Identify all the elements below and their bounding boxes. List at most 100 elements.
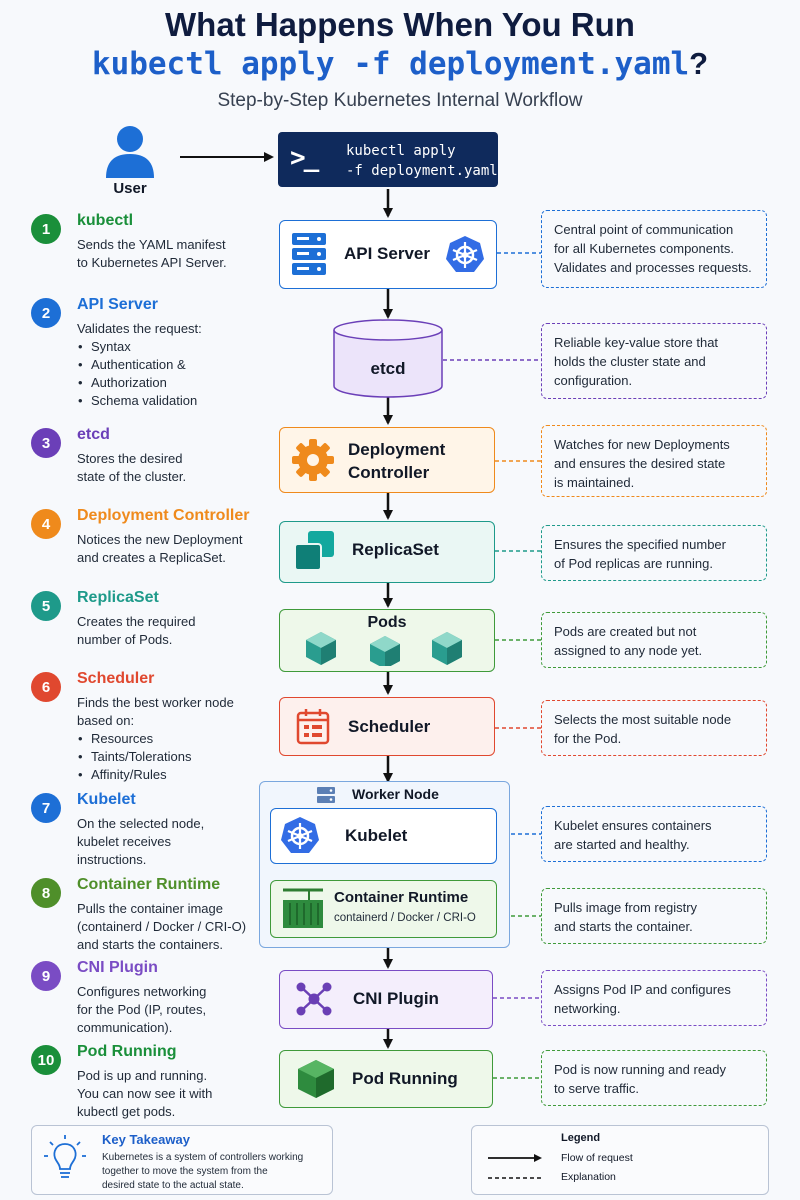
deployment-controller-line-1: Deployment <box>348 440 446 459</box>
container-runtime-sublabel: containerd / Docker / CRI-O <box>334 912 476 924</box>
step-number-badge: 8 <box>31 878 61 908</box>
step-description-line: Creates the required <box>77 614 196 629</box>
step-description: Pod is up and running. You can now see it… <box>77 1067 267 1121</box>
explanation-line: Reliable key-value store that <box>554 335 719 350</box>
deployment-controller-line-2: Controller <box>348 463 430 482</box>
explanation-line: networking. <box>554 1001 621 1016</box>
explanation-line: of Pod replicas are running. <box>554 556 713 571</box>
step-bullet: Syntax <box>77 338 267 356</box>
command-text: kubectl apply -f deployment.yaml <box>91 46 690 82</box>
explanation-line: Watches for new Deployments <box>554 437 730 452</box>
container-crane-icon <box>283 888 323 928</box>
explanation-pods: Pods are created but not assigned to any… <box>541 612 767 668</box>
etcd-cylinder-icon <box>333 319 443 398</box>
step-description: Stores the desired state of the cluster. <box>77 450 267 486</box>
step-title: Scheduler <box>77 670 155 687</box>
step-description-line: and creates a ReplicaSet. <box>77 550 226 565</box>
pods-label: Pods <box>367 614 407 631</box>
step-description: On the selected node, kubelet receives ins… <box>77 815 267 869</box>
step-bullet: Schema validation <box>77 392 267 410</box>
replicaset-icon <box>294 531 334 571</box>
step-description-line: Pod is up and running. <box>77 1068 208 1083</box>
terminal-line-1: kubectl apply <box>346 143 456 159</box>
page-subtitle: Step-by-Step Kubernetes Internal Workflo… <box>217 90 583 111</box>
explanation-line: Pulls image from registry <box>554 900 698 915</box>
explanation-pod-running: Pod is now running and ready to serve tr… <box>541 1050 767 1106</box>
step-title: Pod Running <box>77 1043 177 1060</box>
step-bullet: Resources <box>77 730 267 748</box>
step-description-line: state of the cluster. <box>77 469 187 484</box>
terminal-box <box>278 132 498 187</box>
step-description-line: communication). <box>77 1020 173 1035</box>
step-title: etcd <box>77 426 110 443</box>
worker-node-label: Worker Node <box>352 786 439 802</box>
deployment-controller-label: Deployment Controller <box>348 438 445 484</box>
explanation-line: Kubelet ensures containers <box>554 818 712 833</box>
cni-plugin-label: CNI Plugin <box>353 989 439 1008</box>
explanation-line: for all Kubernetes components. <box>554 241 734 256</box>
etcd-label: etcd <box>370 359 406 378</box>
explanation-line: is maintained. <box>554 475 635 490</box>
step-description-line: for the Pod (IP, routes, <box>77 1002 207 1017</box>
step-title: CNI Plugin <box>77 959 158 976</box>
step-bullet: Authentication & <box>77 356 267 374</box>
pod-cube-icon <box>306 632 336 665</box>
step-description-line: number of Pods. <box>77 632 173 647</box>
calendar-icon <box>296 709 330 745</box>
explanation-container-runtime: Pulls image from registry and starts the… <box>541 888 767 944</box>
pod-cube-icon <box>370 636 400 666</box>
explanation-line: assigned to any node yet. <box>554 643 703 658</box>
step-number-badge: 3 <box>31 428 61 458</box>
explanation-line: Pods are created but not <box>554 624 697 639</box>
user-icon <box>106 126 154 178</box>
step-bullet-list: ResourcesTaints/TolerationsAffinity/Rule… <box>77 730 267 784</box>
step-description-line: On the selected node, <box>77 816 205 831</box>
pod-cube-icon <box>432 632 462 665</box>
step-title: API Server <box>77 296 158 313</box>
step-title: kubectl <box>77 212 134 229</box>
kubelet-kubernetes-icon <box>281 817 319 853</box>
step-bullet: Affinity/Rules <box>77 766 267 784</box>
step-title: Deployment Controller <box>77 507 250 524</box>
key-takeaway-box <box>31 1125 333 1195</box>
step-number-badge: 2 <box>31 298 61 328</box>
explanation-line: and starts the container. <box>554 919 693 934</box>
server-icon <box>292 233 326 275</box>
step-bullet: Taints/Tolerations <box>77 748 267 766</box>
step-description-line: (containerd / Docker / CRI-O) <box>77 919 247 934</box>
step-description-line: Stores the desired <box>77 451 183 466</box>
step-number-badge: 6 <box>31 672 61 702</box>
explanation-line: Selects the most suitable node <box>554 712 732 727</box>
scheduler-label: Scheduler <box>348 717 431 736</box>
legend-flow-label: Flow of request <box>561 1152 633 1164</box>
explanation-line: Ensures the specified number <box>554 537 726 552</box>
key-takeaway-line: together to move the system from the <box>102 1166 268 1177</box>
question-mark: ? <box>689 46 709 81</box>
step-number-badge: 4 <box>31 509 61 539</box>
step-description-line: and starts the containers. <box>77 937 223 952</box>
explanation-cni-plugin: Assigns Pod IP and configures networking… <box>541 970 767 1026</box>
step-description-line: kubelet receives <box>77 834 171 849</box>
step-description-line: Sends the YAML manifest <box>77 237 226 252</box>
explanation-scheduler: Selects the most suitable node for the P… <box>541 700 767 756</box>
key-takeaway-title: Key Takeaway <box>102 1132 190 1147</box>
explanation-api-server: Central point of communication for all K… <box>541 210 767 288</box>
step-title: ReplicaSet <box>77 589 159 606</box>
step-bullet: Authorization <box>77 374 267 392</box>
step-description-line: You can now see it with <box>77 1086 213 1101</box>
step-description-line: kubectl get pods. <box>77 1104 176 1119</box>
terminal-line-2: -f deployment.yaml <box>346 163 498 179</box>
legend-explanation-label: Explanation <box>561 1171 616 1183</box>
explanation-kubelet: Kubelet ensures containers are started a… <box>541 806 767 862</box>
step-number-badge: 10 <box>31 1045 61 1075</box>
pod-running-label: Pod Running <box>352 1069 458 1088</box>
step-title: Kubelet <box>77 791 136 808</box>
step-bullet-list: SyntaxAuthentication &AuthorizationSchem… <box>77 338 267 410</box>
step-description-line: instructions. <box>77 852 147 867</box>
step-description: Creates the required number of Pods. <box>77 613 267 649</box>
legend-symbols <box>488 1154 542 1179</box>
